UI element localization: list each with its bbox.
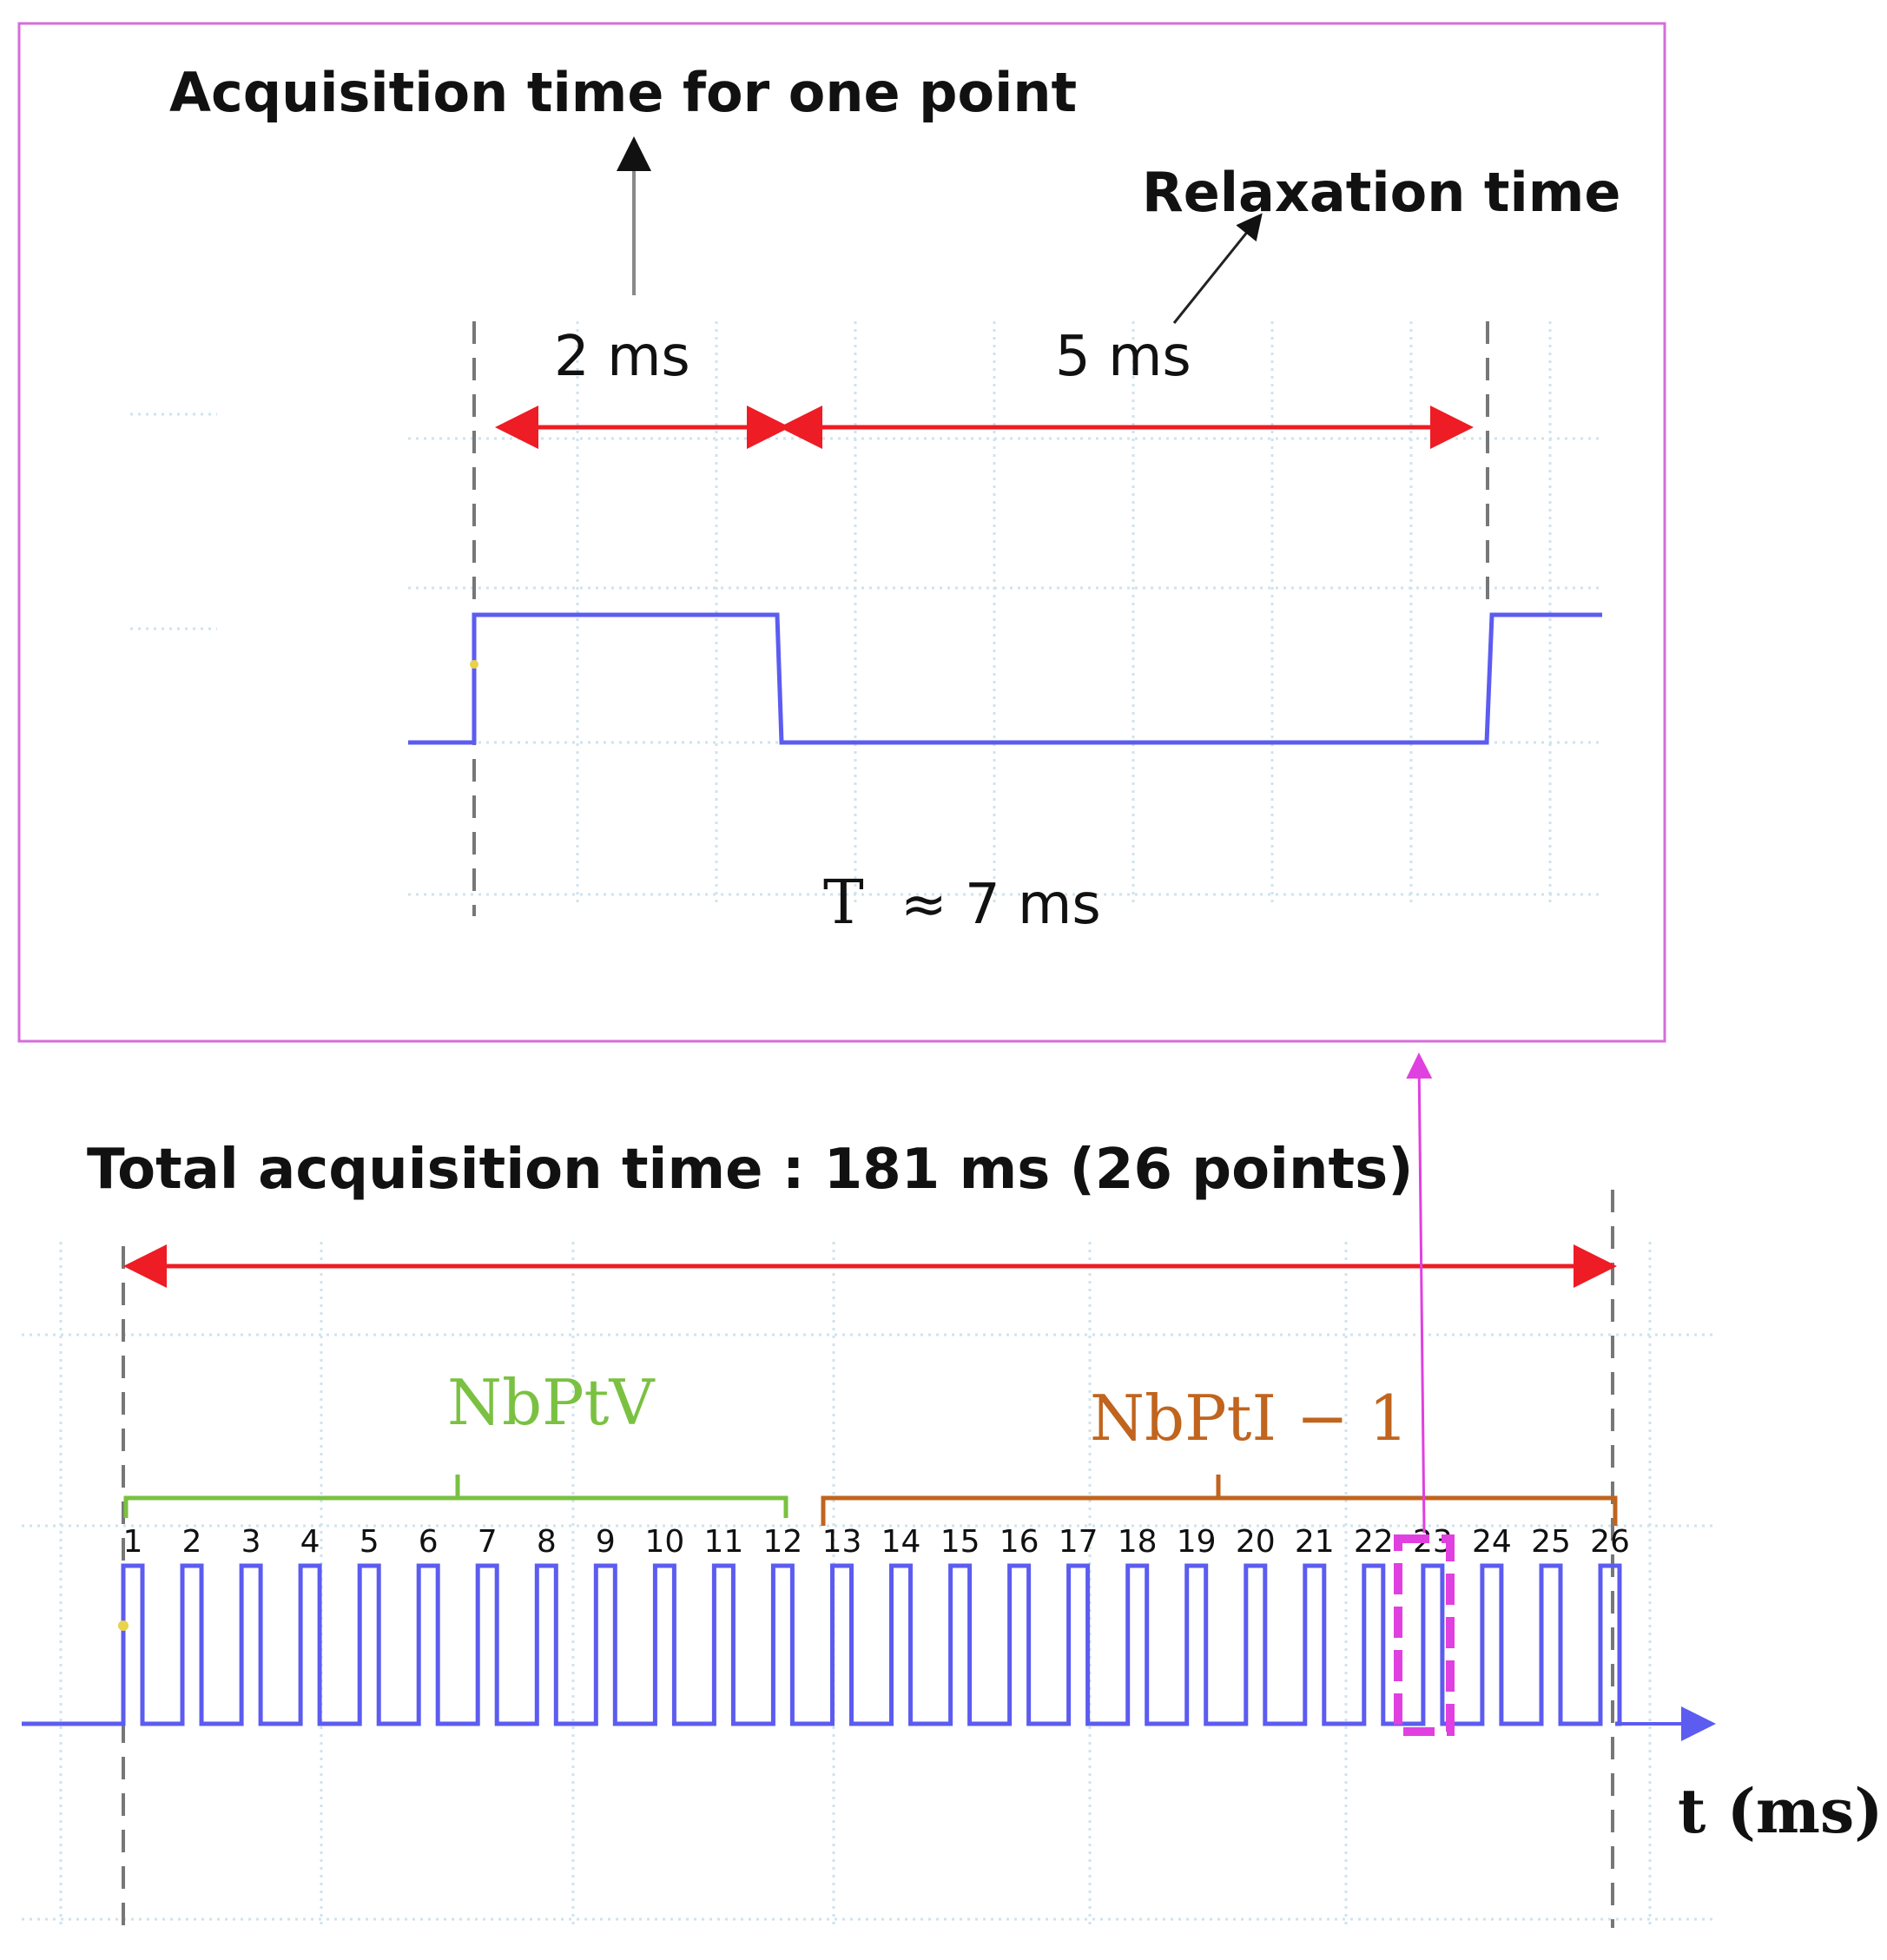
acquisition-time-label: Acquisition time for one point — [169, 61, 1077, 124]
pulse-signal-trace — [22, 1563, 1622, 1726]
pulse-label-25: 25 — [1531, 1524, 1571, 1560]
pulse-label-18: 18 — [1118, 1524, 1158, 1560]
pulse-label-12: 12 — [762, 1524, 802, 1560]
pulse-label-2: 2 — [182, 1524, 202, 1560]
pulse-label-21: 21 — [1295, 1524, 1335, 1560]
pulse-label-24: 24 — [1472, 1524, 1512, 1560]
zoom-panel-frame — [17, 22, 1666, 1043]
pulse-label-26: 26 — [1590, 1524, 1630, 1560]
total-acquisition-label: Total acquisition time : 181 ms (26 poin… — [87, 1138, 1413, 1202]
relaxation-pointer-arrow — [1172, 213, 1263, 324]
pulse-label-6: 6 — [419, 1524, 439, 1560]
on-duration-label: 2 ms — [554, 325, 690, 389]
pulse-label-9: 9 — [596, 1524, 616, 1560]
pulse-label-5: 5 — [360, 1524, 379, 1560]
group-v-brace — [123, 1475, 788, 1518]
pulse-label-14: 14 — [881, 1524, 921, 1560]
pulse-label-13: 13 — [822, 1524, 862, 1560]
pulse-label-7: 7 — [478, 1524, 498, 1560]
group-i-label: NbPtI − 1 — [1090, 1382, 1409, 1455]
trigger-dot — [470, 660, 478, 669]
pulse-train-panel: Total acquisition time : 181 ms (26 poin… — [22, 1053, 1883, 1928]
off-duration-label: 5 ms — [1055, 325, 1191, 389]
pulse-label-22: 22 — [1354, 1524, 1394, 1560]
highlighted-pulse-box — [1394, 1534, 1455, 1736]
pulse-grid — [22, 1242, 1715, 1928]
pulse-label-4: 4 — [300, 1524, 320, 1560]
pulse-label-19: 19 — [1177, 1524, 1217, 1560]
pulse-label-16: 16 — [1000, 1524, 1039, 1560]
zoom-panel: Acquisition time for one point Relaxatio… — [17, 22, 1666, 1043]
zoom-signal-trace — [408, 612, 1602, 745]
period-value: ≈ 7 ms — [901, 873, 1101, 937]
relaxation-time-label: Relaxation time — [1142, 161, 1620, 224]
group-i-brace — [821, 1475, 1618, 1526]
time-axis-label: t (ms) — [1678, 1775, 1883, 1847]
pulse-label-10: 10 — [644, 1524, 684, 1560]
zoom-link-arrow — [1406, 1053, 1433, 1534]
zoom-grid — [130, 321, 1602, 903]
train-trigger-dot — [118, 1620, 129, 1631]
pulse-label-15: 15 — [940, 1524, 980, 1560]
period-symbol: T — [823, 867, 864, 938]
pulse-label-20: 20 — [1236, 1524, 1276, 1560]
pulse-label-8: 8 — [537, 1524, 557, 1560]
pulse-label-17: 17 — [1059, 1524, 1099, 1560]
pulse-label-11: 11 — [703, 1524, 743, 1560]
pulse-label-1: 1 — [123, 1524, 143, 1560]
pulse-label-3: 3 — [241, 1524, 261, 1560]
group-v-label: NbPtV — [447, 1366, 656, 1439]
